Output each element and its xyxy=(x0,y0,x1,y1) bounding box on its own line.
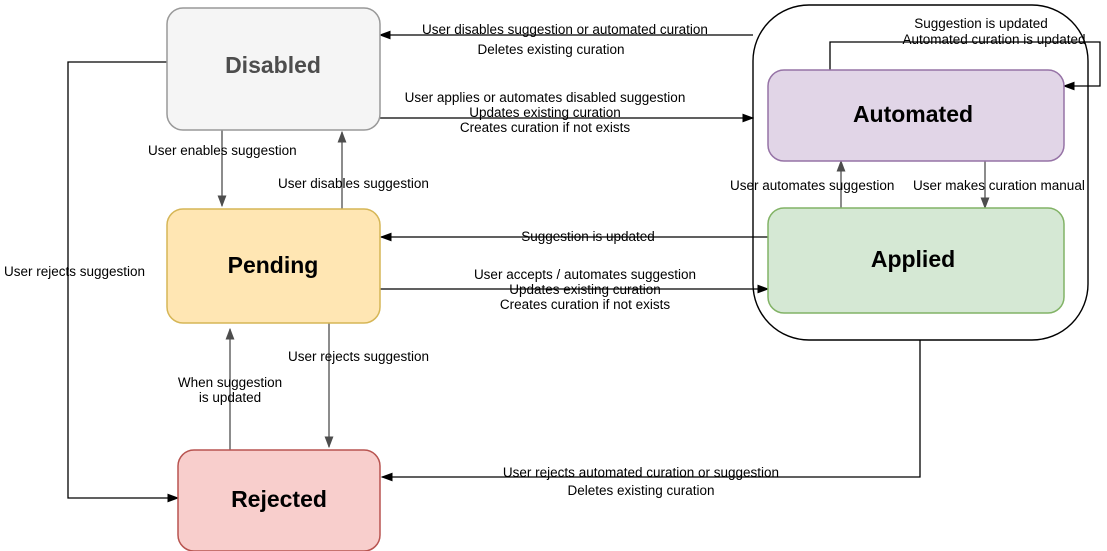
edge-label-curated-to-disabled-line2: Deletes existing curation xyxy=(477,42,624,57)
state-label-applied: Applied xyxy=(871,246,955,272)
edge-label-applied-to-pending: Suggestion is updated xyxy=(521,229,655,244)
edge-label-automated-self-loop-line2: Automated curation is updated xyxy=(902,32,1085,47)
state-box-pending[interactable] xyxy=(166,208,381,324)
edge-label-curated-to-rejected-line2: Deletes existing curation xyxy=(567,483,714,498)
state-node-rejected[interactable]: Rejected xyxy=(177,449,381,551)
edge-rejected-to-pending: When suggestion is updated xyxy=(178,327,282,455)
state-label-rejected: Rejected xyxy=(231,486,327,512)
edge-label-pending-to-applied-line2: Updates existing curation xyxy=(509,282,661,297)
edge-label-pending-to-applied-line3: Creates curation if not exists xyxy=(500,297,671,312)
state-box-applied[interactable] xyxy=(767,207,1065,314)
edge-automated-self-loop: Suggestion is updated Automated curation… xyxy=(829,16,1101,91)
state-node-applied[interactable]: Applied xyxy=(767,207,1065,314)
edge-curated-to-disabled: User disables suggestion or automated cu… xyxy=(378,22,753,57)
edge-label-disabled-to-pending: User enables suggestion xyxy=(148,143,297,158)
state-box-disabled[interactable] xyxy=(166,7,381,131)
edge-pending-to-applied: User accepts / automates suggestion Upda… xyxy=(380,267,770,312)
edge-disabled-to-pending: User enables suggestion xyxy=(148,130,297,208)
state-node-disabled[interactable]: Disabled xyxy=(166,7,381,131)
state-node-automated[interactable]: Automated xyxy=(767,69,1065,162)
edge-pending-to-disabled: User disables suggestion xyxy=(278,130,429,211)
edge-label-curated-to-rejected-line1: User rejects automated curation or sugge… xyxy=(503,465,779,480)
edge-label-disabled-to-automated-line1: User applies or automates disabled sugge… xyxy=(405,90,686,105)
edge-pending-to-rejected: User rejects suggestion xyxy=(288,323,429,449)
edge-label-rejected-to-pending-line1: When suggestion xyxy=(178,375,282,390)
edge-label-disabled-to-automated-line3: Creates curation if not exists xyxy=(460,120,631,135)
edge-applied-to-pending: Suggestion is updated xyxy=(379,229,768,244)
edge-disabled-to-rejected: User rejects suggestion xyxy=(4,61,180,503)
edge-curated-to-rejected: User rejects automated curation or sugge… xyxy=(380,340,921,498)
edge-label-disabled-to-automated-line2: Updates existing curation xyxy=(469,105,621,120)
state-label-disabled: Disabled xyxy=(225,52,321,78)
edge-label-automated-to-applied: User makes curation manual xyxy=(913,178,1085,193)
edge-label-pending-to-applied-line1: User accepts / automates suggestion xyxy=(474,267,696,282)
state-box-automated[interactable] xyxy=(767,69,1065,162)
edge-applied-to-automated: User automates suggestion xyxy=(730,159,894,212)
edge-label-pending-to-disabled: User disables suggestion xyxy=(278,176,429,191)
edge-label-applied-to-automated: User automates suggestion xyxy=(730,178,894,193)
edge-label-pending-to-rejected: User rejects suggestion xyxy=(288,349,429,364)
edge-label-rejected-to-pending-line2: is updated xyxy=(199,390,261,405)
edge-label-automated-self-loop-line1: Suggestion is updated xyxy=(914,16,1048,31)
state-box-rejected[interactable] xyxy=(177,449,381,551)
edge-automated-to-applied: User makes curation manual xyxy=(913,160,1085,210)
edge-disabled-to-automated: User applies or automates disabled sugge… xyxy=(380,90,755,135)
state-label-automated: Automated xyxy=(853,101,973,127)
edge-label-curated-to-disabled-line1: User disables suggestion or automated cu… xyxy=(422,22,708,37)
state-node-pending[interactable]: Pending xyxy=(166,208,381,324)
state-label-pending: Pending xyxy=(228,252,319,278)
edge-label-disabled-to-rejected: User rejects suggestion xyxy=(4,264,145,279)
